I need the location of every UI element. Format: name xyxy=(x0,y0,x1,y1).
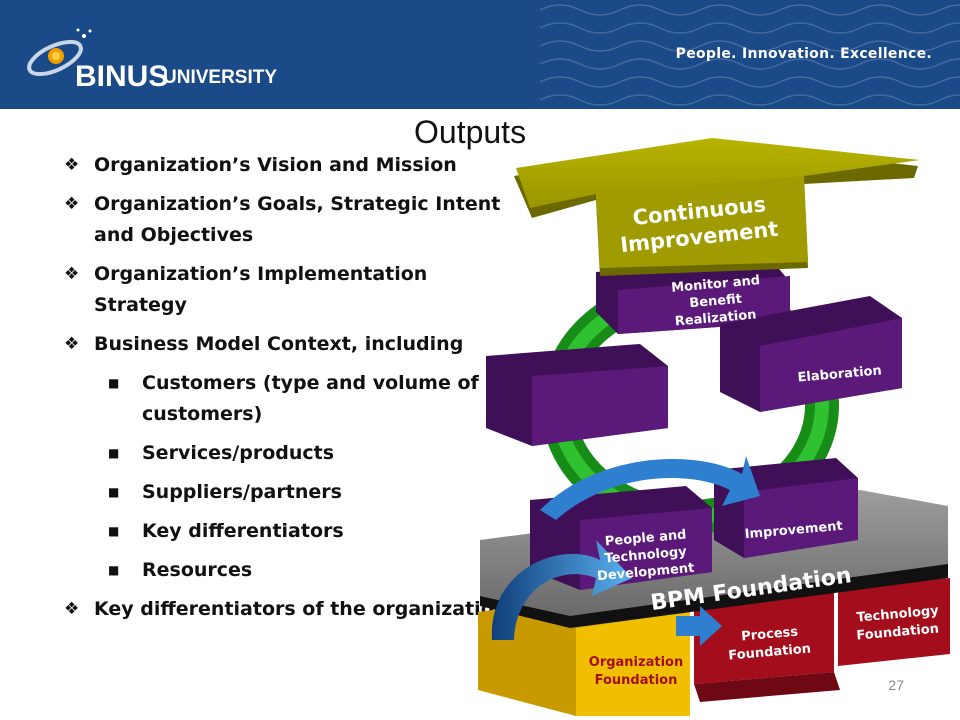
square-bullet-icon: ■ xyxy=(108,446,120,460)
brand-name: BINUS xyxy=(75,60,169,93)
page-number: 27 xyxy=(888,677,904,693)
tagline: People. Innovation. Excellence. xyxy=(675,46,932,62)
bullet-text: Organization’s Implementation Strategy xyxy=(94,263,428,316)
technology-label-line2: Foundation xyxy=(856,621,940,643)
bullet-item: ❖ Business Model Context, including xyxy=(64,329,524,360)
bullet-text: Key differentiators xyxy=(142,520,344,542)
organization-labels: Organization Foundation xyxy=(589,655,683,688)
square-bullet-icon: ■ xyxy=(108,485,120,499)
bullet-text: Business Model Context, including xyxy=(94,333,464,355)
bullet-text: Resources xyxy=(142,559,253,581)
process-foundation-block xyxy=(694,592,840,702)
bullet-text: Services/products xyxy=(142,442,335,464)
wave-pattern xyxy=(540,4,960,106)
bullet-item: ❖ Organization’s Implementation Strategy xyxy=(64,259,524,321)
header-banner: BINUS UNIVERSITY People. Innovation. Exc… xyxy=(0,0,960,109)
atom-icon xyxy=(27,28,92,77)
bpm-diagram: Continuous Improvement Monitor and Benef… xyxy=(478,138,950,716)
brand-university: UNIVERSITY xyxy=(163,67,278,88)
monitor-label-line3: Realization xyxy=(674,307,757,329)
bullet-item: ❖ Organization’s Vision and Mission xyxy=(64,150,524,181)
diamond-bullet-icon: ❖ xyxy=(64,264,80,284)
monitor-label-line2: Benefit xyxy=(689,292,743,312)
square-bullet-icon: ■ xyxy=(108,376,120,390)
bullet-text: Suppliers/partners xyxy=(142,481,342,503)
diamond-bullet-icon: ❖ xyxy=(64,599,80,619)
diamond-bullet-icon: ❖ xyxy=(64,334,80,354)
elaboration-block xyxy=(720,296,902,412)
left-process-block xyxy=(486,344,668,446)
square-bullet-icon: ■ xyxy=(108,524,120,538)
bullet-list: ❖ Organization’s Vision and Mission ❖ Orga… xyxy=(64,150,524,625)
sub-bullet-item: ■ Services/products xyxy=(64,438,524,469)
square-bullet-icon: ■ xyxy=(108,563,120,577)
diamond-bullet-icon: ❖ xyxy=(64,194,80,214)
sub-bullet-item: ■ Customers (type and volume of customers… xyxy=(64,368,524,430)
bullet-item: ❖ Organization’s Goals, Strategic Intent … xyxy=(64,189,524,251)
right-arrow-icon xyxy=(676,606,722,646)
technology-label-line1: Technology xyxy=(856,603,940,625)
bullet-text: Organization’s Vision and Mission xyxy=(94,154,457,176)
bullet-text: Organization’s Goals, Strategic Intent a… xyxy=(94,193,501,246)
sub-bullet-item: ■ Resources xyxy=(64,555,524,586)
people-label-line2: Technology xyxy=(604,544,688,566)
organization-label-line2: Foundation xyxy=(595,673,678,688)
bullet-item: ❖ Key differentiators of the organization xyxy=(64,594,524,625)
bullet-text: Customers (type and volume of customers) xyxy=(142,372,479,425)
technology-foundation-block xyxy=(838,578,950,666)
monitor-benefit-block xyxy=(596,258,790,334)
bullet-text: Key differentiators of the organization xyxy=(94,598,508,620)
diamond-bullet-icon: ❖ xyxy=(64,155,80,175)
organization-label-line1: Organization xyxy=(589,655,683,670)
process-label-line2: Foundation xyxy=(728,641,812,663)
blue-curved-arrow xyxy=(491,456,760,646)
sub-bullet-item: ■ Suppliers/partners xyxy=(64,477,524,508)
continuous-improvement-roof xyxy=(514,138,920,276)
people-label-line1: People and xyxy=(604,527,687,549)
slide-title: Outputs xyxy=(414,114,527,150)
process-label-line1: Process xyxy=(741,625,799,645)
binus-logo: BINUS UNIVERSITY xyxy=(20,22,300,102)
organization-foundation-block xyxy=(478,600,690,716)
elaboration-label: Elaboration xyxy=(797,363,882,385)
sub-bullet-item: ■ Key differentiators xyxy=(64,516,524,547)
